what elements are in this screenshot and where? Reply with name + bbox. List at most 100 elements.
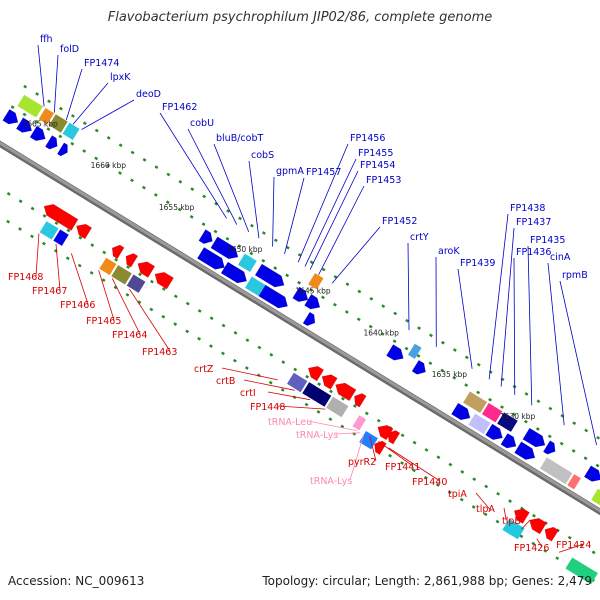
- tick-mark: [94, 156, 99, 161]
- tick-mark: [237, 244, 242, 248]
- tick-mark: [591, 550, 596, 555]
- forward-gene-label: folD: [60, 44, 79, 55]
- forward-gene-label: FP1452: [382, 216, 417, 227]
- forward-gene-label: cobS: [251, 150, 274, 161]
- tick-mark: [245, 338, 250, 343]
- tick-mark: [412, 440, 417, 445]
- forward-gene-arrow: [304, 293, 321, 310]
- forward-gene-arrow: [451, 402, 471, 421]
- reverse-label-leader: [521, 519, 531, 530]
- forward-label-leader: [513, 257, 516, 395]
- reverse-gene-arrow: [76, 223, 93, 240]
- reverse-label-leader: [98, 270, 115, 321]
- tick-mark: [30, 206, 35, 211]
- forward-gene-arrow: [522, 427, 546, 448]
- forward-label-leader: [559, 280, 597, 446]
- reverse-gene-arrow: [321, 374, 338, 390]
- reverse-gene-label: tpiA: [448, 489, 467, 500]
- forward-gene-arrow: [220, 261, 248, 284]
- kbp-tick-label: 1650 kbp: [227, 245, 263, 254]
- tick-mark: [464, 355, 469, 360]
- tick-mark: [138, 272, 142, 277]
- reverse-gene-block: [53, 229, 69, 246]
- tick-mark: [126, 265, 131, 269]
- reverse-gene-label: tlpA: [476, 504, 495, 515]
- tick-mark: [440, 368, 445, 373]
- rna-label-leader: [335, 432, 361, 435]
- tick-mark: [82, 121, 87, 126]
- tick-mark: [118, 143, 123, 148]
- tick-mark: [523, 419, 528, 424]
- tick-mark: [341, 396, 345, 401]
- forward-label-leader: [309, 170, 359, 270]
- tick-mark: [113, 285, 118, 290]
- reverse-label-leader: [111, 278, 141, 335]
- reverse-label-leader: [221, 367, 278, 381]
- tick-mark: [269, 352, 274, 357]
- tick-mark: [304, 402, 309, 407]
- forward-gene-label: deoD: [136, 89, 161, 100]
- reverse-gene-block: [359, 431, 378, 450]
- reverse-gene-arrow: [307, 365, 325, 382]
- forward-gene-arrow: [56, 142, 68, 157]
- tick-mark: [321, 295, 325, 300]
- tick-mark: [368, 324, 373, 329]
- tick-mark: [238, 216, 242, 221]
- tick-mark: [345, 282, 350, 287]
- forward-gene-block: [38, 108, 55, 125]
- tick-mark: [476, 362, 481, 367]
- reverse-gene-label: FP1463: [142, 347, 177, 358]
- forward-label-leader: [407, 242, 410, 331]
- reverse-gene-label: FP1448: [250, 402, 285, 413]
- tick-mark: [285, 245, 290, 250]
- tick-mark: [392, 339, 397, 344]
- tick-mark: [476, 390, 481, 395]
- forward-gene-arrow: [514, 441, 536, 460]
- tick-mark: [524, 392, 529, 396]
- forward-gene-arrow: [411, 359, 426, 375]
- forward-gene-label: FP1453: [366, 175, 401, 186]
- tick-mark: [543, 549, 548, 553]
- forward-gene-block: [463, 391, 487, 413]
- tick-mark: [130, 178, 134, 183]
- reverse-gene-label: FP1465: [86, 316, 121, 327]
- tick-mark: [555, 556, 560, 561]
- reverse-label-leader: [503, 507, 507, 520]
- tick-mark: [197, 309, 202, 313]
- forward-label-leader: [488, 213, 509, 380]
- tick-mark: [508, 499, 512, 503]
- tick-mark: [400, 433, 405, 438]
- forward-gene-label: FP1457: [306, 167, 341, 178]
- tick-mark: [471, 505, 476, 509]
- forward-label-leader: [213, 143, 250, 233]
- tick-mark: [197, 336, 202, 341]
- tick-mark: [142, 157, 147, 162]
- tick-mark: [584, 428, 589, 433]
- tick-mark: [161, 287, 166, 291]
- forward-gene-block: [245, 276, 266, 297]
- tick-mark: [141, 185, 146, 190]
- forward-gene-label: lpxK: [110, 72, 131, 83]
- tick-mark: [436, 455, 441, 460]
- tick-mark: [22, 112, 27, 117]
- reverse-gene-block: [326, 396, 349, 418]
- tick-mark: [185, 301, 190, 306]
- kbp-tick-label: 1635 kbp: [432, 370, 468, 379]
- tick-mark: [35, 92, 40, 96]
- tick-mark: [249, 251, 254, 256]
- tick-mark: [424, 448, 429, 452]
- tick-mark: [257, 345, 262, 350]
- forward-label-leader: [65, 68, 83, 121]
- tick-mark: [47, 99, 51, 104]
- kbp-tick-label: 1660 kbp: [91, 161, 127, 170]
- reverse-gene-label: tlpB: [502, 516, 521, 527]
- rna-label-leader: [349, 434, 364, 481]
- tick-mark: [352, 404, 357, 408]
- reverse-gene-label: FP1426: [514, 543, 549, 554]
- map-title: Flavobacterium psychrophilum JIP02/86, c…: [107, 10, 493, 25]
- forward-gene-block: [468, 413, 491, 434]
- tick-mark: [393, 311, 398, 316]
- tick-mark: [82, 149, 87, 153]
- forward-gene-label: FP1456: [350, 133, 385, 144]
